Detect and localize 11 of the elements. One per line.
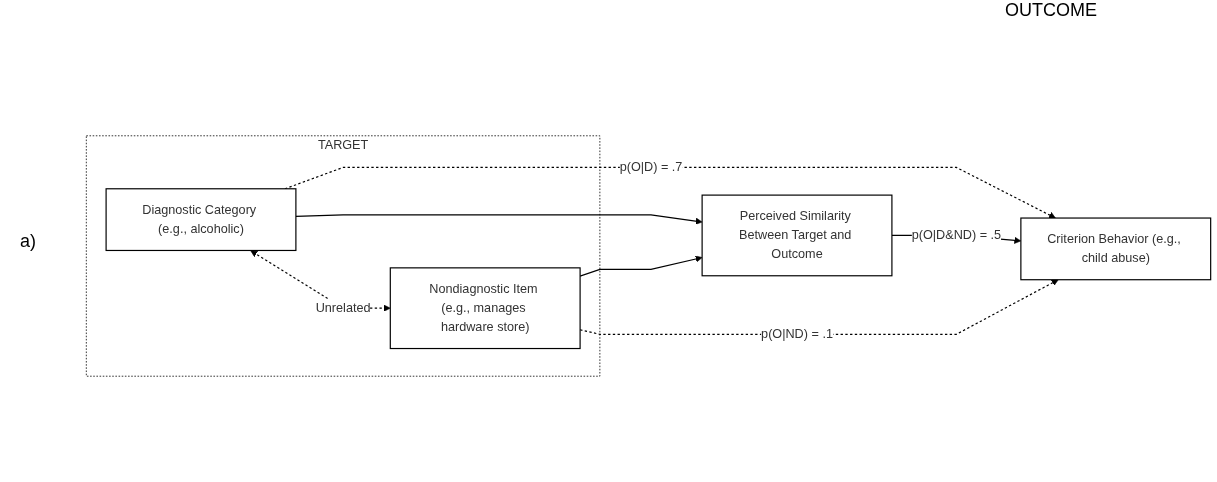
edge-label: Unrelated [315, 301, 371, 315]
edge-label: p(O|D) = .7 [619, 160, 683, 174]
panel-label: a) [20, 230, 36, 251]
column-heading: OUTCOME [1005, 0, 1097, 20]
node-box: Nondiagnostic Item (e.g., manages hardware store) [389, 267, 581, 350]
edge-label: p(O|ND) = .1 [761, 327, 833, 341]
node-box: Diagnostic Category (e.g., alcoholic) [105, 188, 297, 252]
node-box: Criterion Behavior (e.g., child abuse) [1020, 217, 1212, 281]
edge-label: p(O|D&ND) = .5 [911, 228, 1002, 242]
node-box: Perceived Similarity Between Target and Outcome [701, 194, 893, 277]
arrow [295, 214, 703, 225]
